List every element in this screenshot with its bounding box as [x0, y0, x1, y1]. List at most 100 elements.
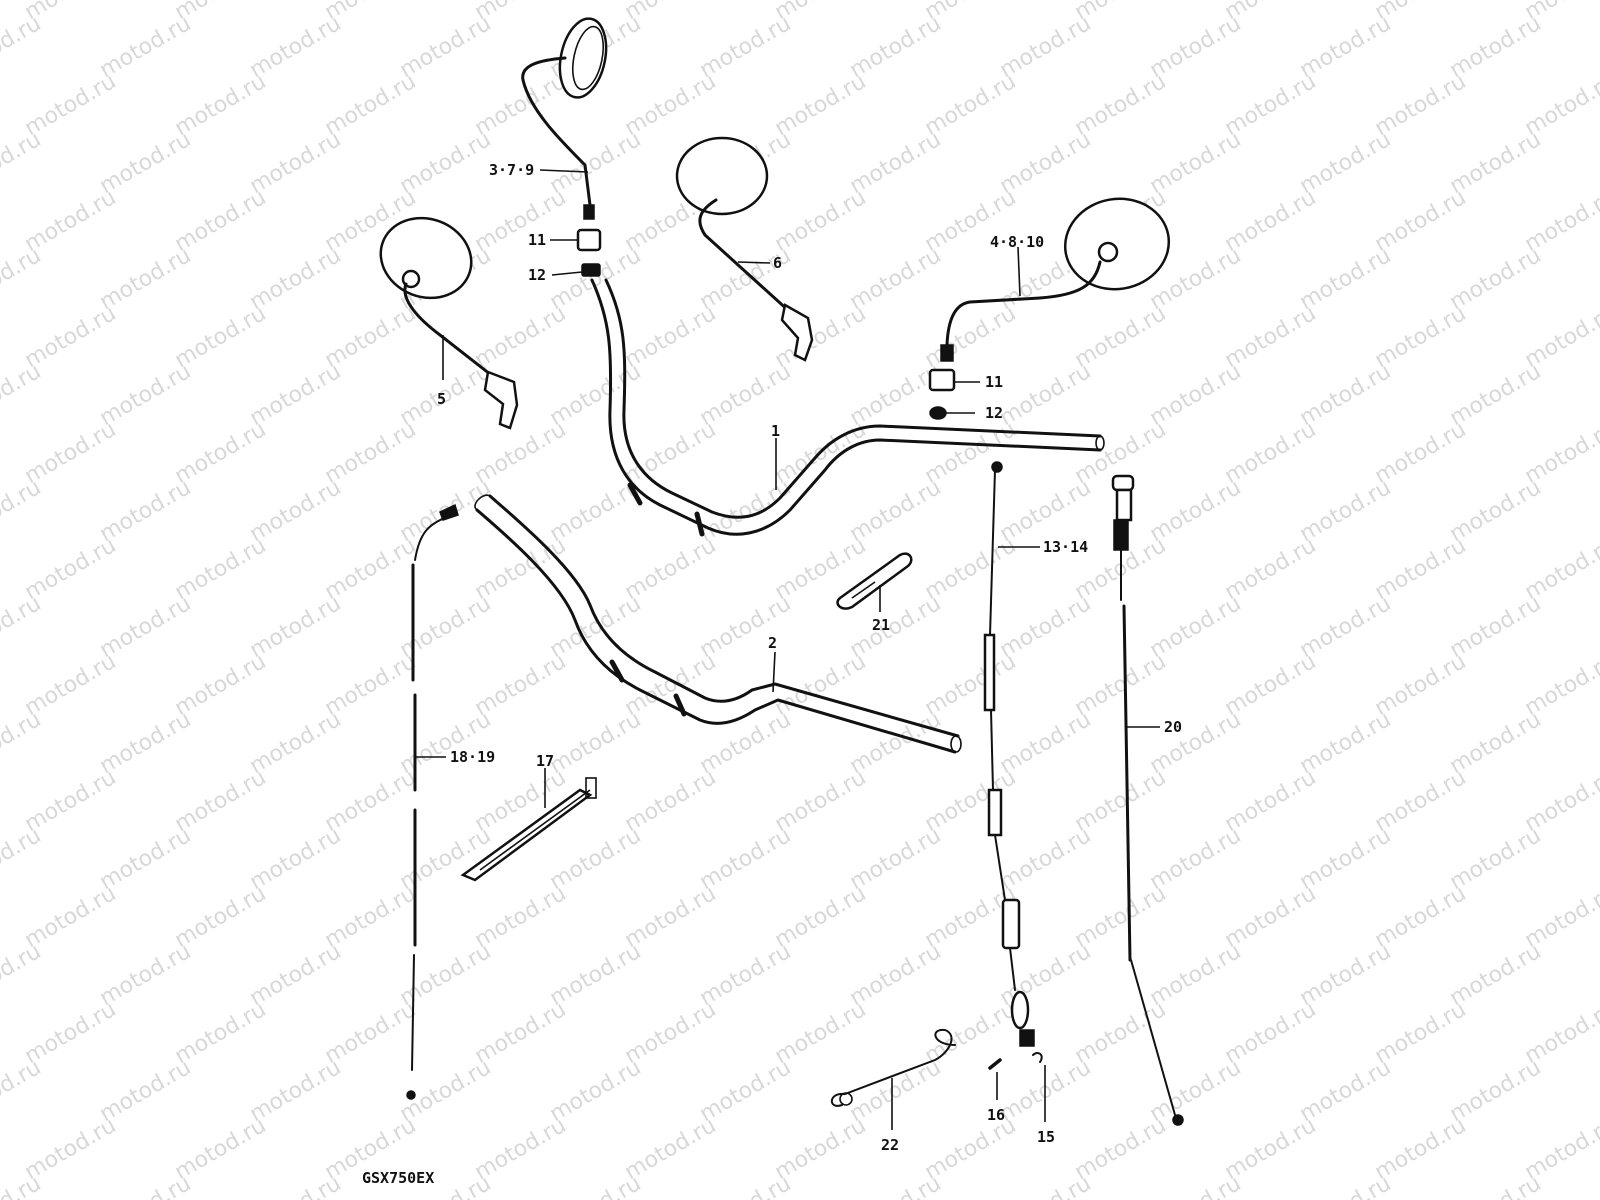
watermark-text: motod.ru [546, 1171, 646, 1200]
callout-17: 17 [536, 752, 554, 770]
watermark-text: motod.ru [1146, 1171, 1246, 1200]
watermark-text: motod.ru [246, 939, 346, 1011]
watermark-text: motod.ru [1596, 127, 1600, 199]
watermark-text: motod.ru [0, 707, 45, 779]
mirror-5 [379, 216, 519, 430]
watermark-text: motod.ru [1146, 127, 1246, 199]
watermark-text: motod.ru [1596, 939, 1600, 1011]
callout-4-8-10: 4·8·10 [990, 233, 1044, 251]
watermark-text: motod.ru [1071, 765, 1171, 837]
watermark-text: motod.ru [471, 997, 571, 1069]
watermark-text: motod.ru [471, 301, 571, 373]
watermark-text: motod.ru [246, 591, 346, 663]
watermark-text: motod.ru [1146, 475, 1246, 547]
callout-11-right: 11 [985, 373, 1003, 391]
watermark-text: motod.ru [1296, 127, 1396, 199]
watermark-text: motod.ru [771, 881, 871, 953]
watermark-text: motod.ru [21, 301, 121, 373]
watermark-text: motod.ru [21, 649, 121, 721]
watermark-text: motod.ru [1071, 997, 1171, 1069]
watermark-text: motod.ru [171, 1113, 271, 1185]
watermark-text: motod.ru [696, 591, 796, 663]
watermark-text: motod.ru [96, 359, 196, 431]
watermark-text: motod.ru [921, 69, 1021, 141]
watermark-text: motod.ru [546, 243, 646, 315]
watermark-text: motod.ru [546, 359, 646, 431]
handlebar-1 [590, 278, 1105, 537]
watermark-text: motod.ru [1371, 69, 1471, 141]
watermark-text: motod.ru [1446, 11, 1546, 83]
watermark-text: motod.ru [546, 1055, 646, 1127]
watermark-text: motod.ru [1446, 823, 1546, 895]
watermark-text: motod.ru [921, 533, 1021, 605]
watermark-text: motod.ru [1221, 533, 1321, 605]
watermark-text: motod.ru [621, 997, 721, 1069]
part-17 [460, 777, 597, 882]
watermark-text: motod.ru [171, 69, 271, 141]
watermark-text: motod.ru [921, 301, 1021, 373]
watermark-text: motod.ru [621, 765, 721, 837]
watermark-text: motod.ru [1071, 649, 1171, 721]
watermark-text: motod.ru [696, 1171, 796, 1200]
watermark-text: motod.ru [96, 1171, 196, 1200]
watermark-text: motod.ru [621, 69, 721, 141]
watermark-text: motod.ru [1221, 649, 1321, 721]
watermark-text: motod.ru [1371, 533, 1471, 605]
watermark-text: motod.ru [1146, 823, 1246, 895]
watermark-text: motod.ru [321, 533, 421, 605]
watermark-text: motod.ru [1296, 359, 1396, 431]
watermark-text: motod.ru [771, 765, 871, 837]
watermark-text: motod.ru [1371, 301, 1471, 373]
watermark-text: motod.ru [996, 823, 1096, 895]
callout-12-right: 12 [985, 404, 1003, 422]
mirror-right [940, 197, 1171, 362]
watermark-text: motod.ru [621, 301, 721, 373]
watermark-text: motod.ru [1446, 591, 1546, 663]
watermark-text: motod.ru [846, 243, 946, 315]
watermark-text: motod.ru [621, 417, 721, 489]
watermark-text: motod.ru [246, 243, 346, 315]
watermark-text: motod.ru [1446, 707, 1546, 779]
watermark-text: motod.ru [396, 707, 496, 779]
adapter-nut-left [576, 228, 602, 277]
watermark-text: motod.ru [471, 881, 571, 953]
watermark-text: motod.ru [321, 69, 421, 141]
pin-16 [988, 1058, 1002, 1070]
watermark-text: motod.ru [1446, 475, 1546, 547]
watermark-text: motod.ru [96, 475, 196, 547]
watermark-text: motod.ru [1296, 591, 1396, 663]
watermark-text: motod.ru [621, 881, 721, 953]
watermark-text: motod.ru [171, 881, 271, 953]
watermark-text: motod.ru [1596, 359, 1600, 431]
watermark-text: motod.ru [1071, 301, 1171, 373]
watermark-text: motod.ru [96, 127, 196, 199]
callout-20: 20 [1164, 718, 1182, 736]
watermark-text: motod.ru [996, 1171, 1096, 1200]
clamp-21 [836, 552, 913, 610]
mirror-left-top [521, 17, 608, 220]
watermark-text: motod.ru [546, 823, 646, 895]
watermark-text: motod.ru [1296, 243, 1396, 315]
watermark-text: motod.ru [696, 359, 796, 431]
watermark-text: motod.ru [1221, 69, 1321, 141]
watermark-text: motod.ru [96, 707, 196, 779]
watermark-text: motod.ru [21, 1113, 121, 1185]
watermark-text: motod.ru [21, 881, 121, 953]
watermark-text: motod.ru [171, 533, 271, 605]
watermark-text: motod.ru [246, 1171, 346, 1200]
watermark-text: motod.ru [996, 127, 1096, 199]
watermark-text: motod.ru [471, 1113, 571, 1185]
watermark-text: motod.ru [1296, 1055, 1396, 1127]
watermark-text: motod.ru [1371, 185, 1471, 257]
watermark-text: motod.ru [1146, 939, 1246, 1011]
watermark-text: motod.ru [471, 185, 571, 257]
watermark-text: motod.ru [846, 1055, 946, 1127]
clip-22 [830, 1028, 956, 1107]
watermark-text: motod.ru [696, 939, 796, 1011]
watermark-text: motod.ru [0, 1055, 45, 1127]
watermark-text: motod.ru [1146, 591, 1246, 663]
watermark-text: motod.ru [96, 11, 196, 83]
watermark-text: motod.ru [471, 69, 571, 141]
watermark-text: motod.ru [771, 1113, 871, 1185]
watermark-text: motod.ru [21, 533, 121, 605]
